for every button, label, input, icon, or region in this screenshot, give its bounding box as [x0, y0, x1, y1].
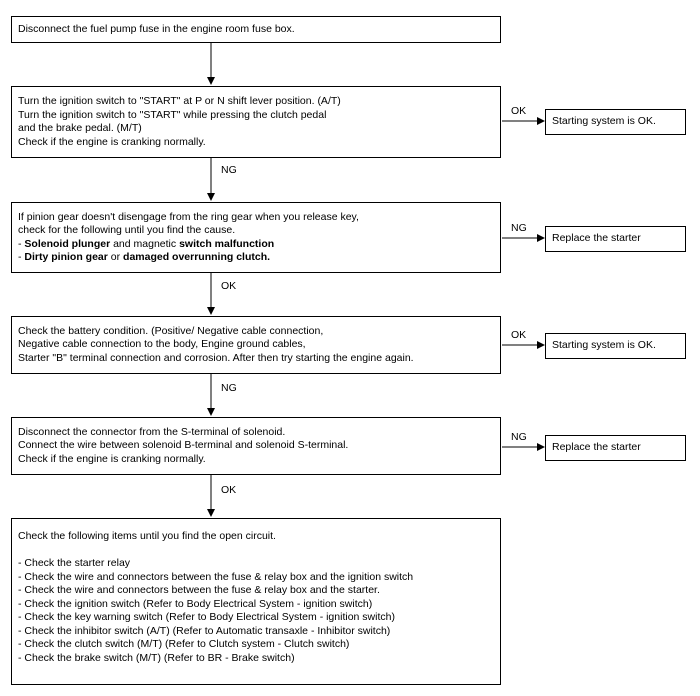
branch-label-ng: NG: [221, 164, 237, 176]
step4-line: Check the battery condition. (Positive/ …: [18, 324, 324, 337]
step6-item: - Check the inhibitor switch (A/T) (Refe…: [18, 624, 391, 637]
branch-label-ok: OK: [511, 105, 527, 117]
result-box-replace-starter-2: Replace the starter: [545, 435, 686, 461]
step3-line: check for the following until you find t…: [18, 224, 236, 236]
step3-bullet: -: [18, 251, 25, 263]
step3-bold-text: Solenoid plunger: [24, 237, 111, 250]
branch-label-ng: NG: [511, 222, 527, 234]
step6-box: Check the following items until you find…: [11, 518, 501, 685]
step3-box: If pinion gear doesn't disengage from th…: [11, 202, 501, 273]
result-text: Starting system is OK.: [552, 115, 656, 128]
step4-line: Starter "B" terminal connection and corr…: [18, 351, 414, 364]
step4-line: Negative cable connection to the body, E…: [18, 338, 306, 351]
step6-item: - Check the brake switch (M/T) (Refer to…: [18, 651, 295, 664]
step5-line: Connect the wire between solenoid B-term…: [18, 439, 349, 452]
step4-box: Check the battery condition. (Positive/ …: [11, 316, 501, 374]
step6-item: - Check the key warning switch (Refer to…: [18, 611, 395, 623]
step1-text: Disconnect the fuel pump fuse in the eng…: [18, 22, 295, 35]
step6-item: - Check the wire and connectors between …: [18, 584, 380, 596]
result-box-starting-ok-1: Starting system is OK.: [545, 109, 686, 135]
branch-label-ok: OK: [221, 280, 237, 292]
step3-bold-text: switch malfunction: [179, 237, 275, 250]
step3-cause-1: - Solenoid plunger and magnetic switch m…: [18, 238, 494, 252]
step2-line: Check if the engine is cranking normally…: [18, 135, 206, 148]
result-box-replace-starter-1: Replace the starter: [545, 226, 686, 252]
branch-label-ng: NG: [511, 431, 527, 443]
result-text: Replace the starter: [552, 441, 641, 454]
step6-spacer: [18, 544, 494, 558]
step6-item: - Check the clutch switch (M/T) (Refer t…: [18, 638, 350, 650]
step3-cause-2: - Dirty pinion gear or damaged overrunni…: [18, 251, 494, 265]
step3-bullet: -: [18, 237, 25, 250]
step6-item: - Check the ignition switch (Refer to Bo…: [18, 597, 373, 610]
step6-item: - Check the wire and connectors between …: [18, 570, 414, 583]
branch-label-ok: OK: [511, 329, 527, 341]
result-text: Replace the starter: [552, 232, 641, 245]
step5-line: Check if the engine is cranking normally…: [18, 452, 206, 465]
step1-box: Disconnect the fuel pump fuse in the eng…: [11, 16, 501, 43]
step5-box: Disconnect the connector from the S-term…: [11, 417, 501, 475]
step6-item: - Check the starter relay: [18, 557, 131, 569]
branch-label-ok: OK: [221, 484, 237, 496]
step2-line: Turn the ignition switch to "START" at P…: [18, 95, 341, 107]
branch-label-ng: NG: [221, 382, 237, 394]
step2-line: Turn the ignition switch to "START" whil…: [18, 108, 327, 121]
step3-plain-text: or: [107, 251, 124, 263]
step3-line: If pinion gear doesn't disengage from th…: [18, 210, 359, 223]
step3-plain-text: and magnetic: [110, 237, 180, 250]
result-text: Starting system is OK.: [552, 339, 656, 352]
result-box-starting-ok-2: Starting system is OK.: [545, 333, 686, 359]
step3-bold-text: damaged overrunning clutch.: [123, 251, 271, 263]
step3-bold-text: Dirty pinion gear: [24, 251, 108, 263]
step6-heading: Check the following items until you find…: [18, 530, 276, 542]
step2-line: and the brake pedal. (M/T): [18, 122, 142, 134]
step2-box: Turn the ignition switch to "START" at P…: [11, 86, 501, 158]
step5-line: Disconnect the connector from the S-term…: [18, 425, 286, 438]
